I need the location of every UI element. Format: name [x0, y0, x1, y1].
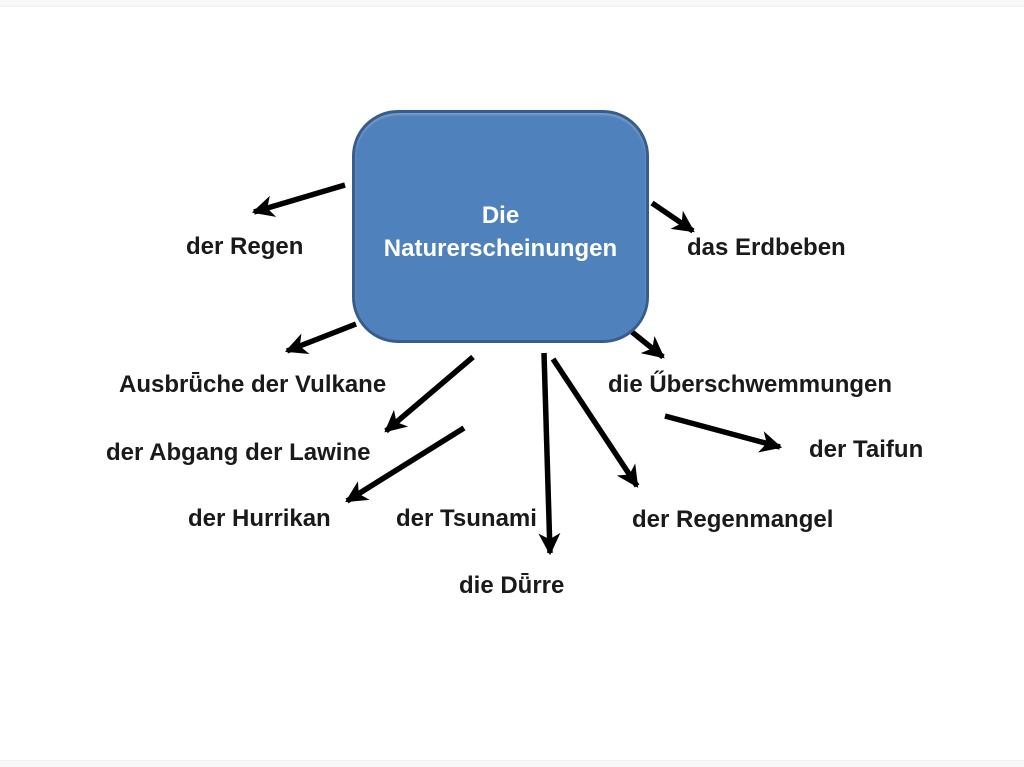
arrow-to-die-ueberschwemmungen	[630, 329, 665, 360]
center-node-title-line2: Naturerscheinungen	[383, 234, 618, 262]
arrow-to-der-regenmangel	[550, 357, 640, 488]
arrow-to-der-hurrikan	[345, 425, 466, 504]
slide-bottom-edge	[0, 760, 1024, 767]
arrow-to-das-erdbeben	[650, 200, 695, 234]
label-der-regen: der Regen	[186, 233, 304, 260]
arrow-to-der-abgang-der-lawine	[384, 354, 475, 434]
label-ausbrueche-der-vulkane: Ausbrǖche der Vulkane	[119, 371, 387, 398]
label-der-abgang-der-lawine: der Abgang der Lawine	[106, 439, 371, 466]
center-node-title-line1: Die	[481, 201, 520, 229]
label-der-taifun: der Taifun	[809, 436, 924, 463]
arrow-to-ausbrueche-der-vulkane	[284, 321, 358, 355]
arrow-to-der-taifun	[664, 413, 783, 453]
slide-top-edge	[0, 0, 1024, 7]
label-der-hurrikan: der Hurrikan	[188, 505, 331, 532]
label-die-ueberschwemmungen: die Űberschwemmungen	[608, 371, 893, 398]
label-die-duerre: die Dǖrre	[459, 572, 565, 599]
label-der-tsunami: der Tsunami	[396, 505, 537, 532]
arrow-to-die-duerre	[538, 352, 561, 556]
label-der-regenmangel: der Regenmangel	[632, 506, 834, 533]
center-node-naturerscheinungen: Die Naturerscheinungen	[352, 110, 649, 343]
label-das-erdbeben: das Erdbeben	[687, 234, 846, 261]
arrow-to-der-regen	[251, 182, 346, 217]
